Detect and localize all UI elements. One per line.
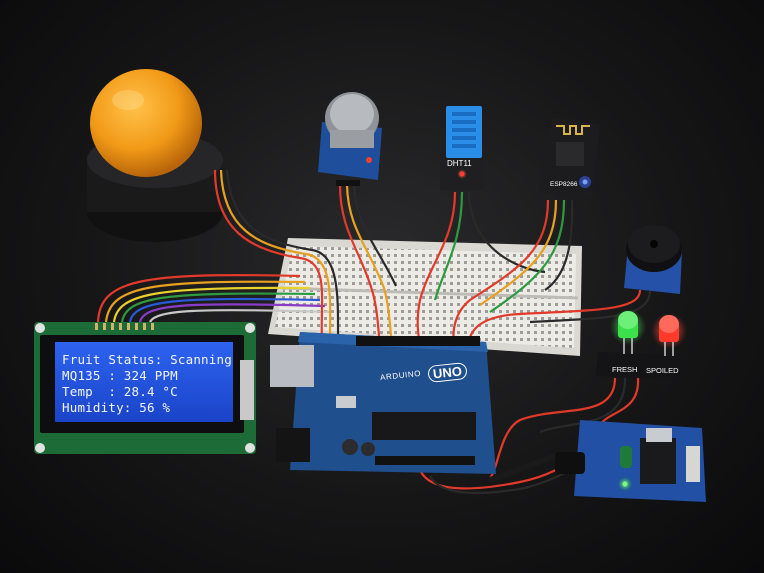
lcd-line-gas: MQ135 : 324 PPM (62, 368, 178, 383)
arduino-board (270, 332, 496, 474)
buzzer-module (624, 225, 682, 294)
breadboard (268, 238, 582, 356)
lcd-line-status: Fruit Status: Scanning... (62, 352, 232, 367)
fresh-label: FRESH (612, 365, 638, 374)
lcd-line-humidity: Humidity: 56 % (62, 400, 171, 415)
esp8266-label: ESP8266 (550, 181, 578, 188)
led-indicator-module (596, 309, 688, 380)
esp8266-module (538, 118, 600, 198)
sensor-wires (213, 169, 652, 346)
lcd-wires (96, 274, 331, 323)
lcd-line-temp: Temp : 28.4 °C (62, 384, 178, 399)
mq135-gas-sensor (318, 92, 382, 186)
dht11-sensor (440, 106, 484, 190)
lcd-display-text: Fruit Status: Scanning... MQ135 : 324 PP… (62, 352, 232, 415)
lcd-module (34, 322, 256, 454)
orange-fruit (90, 69, 202, 177)
spoiled-label: SPOILED (646, 366, 679, 375)
dht11-label: DHT11 (447, 159, 472, 168)
power-module (555, 420, 706, 502)
